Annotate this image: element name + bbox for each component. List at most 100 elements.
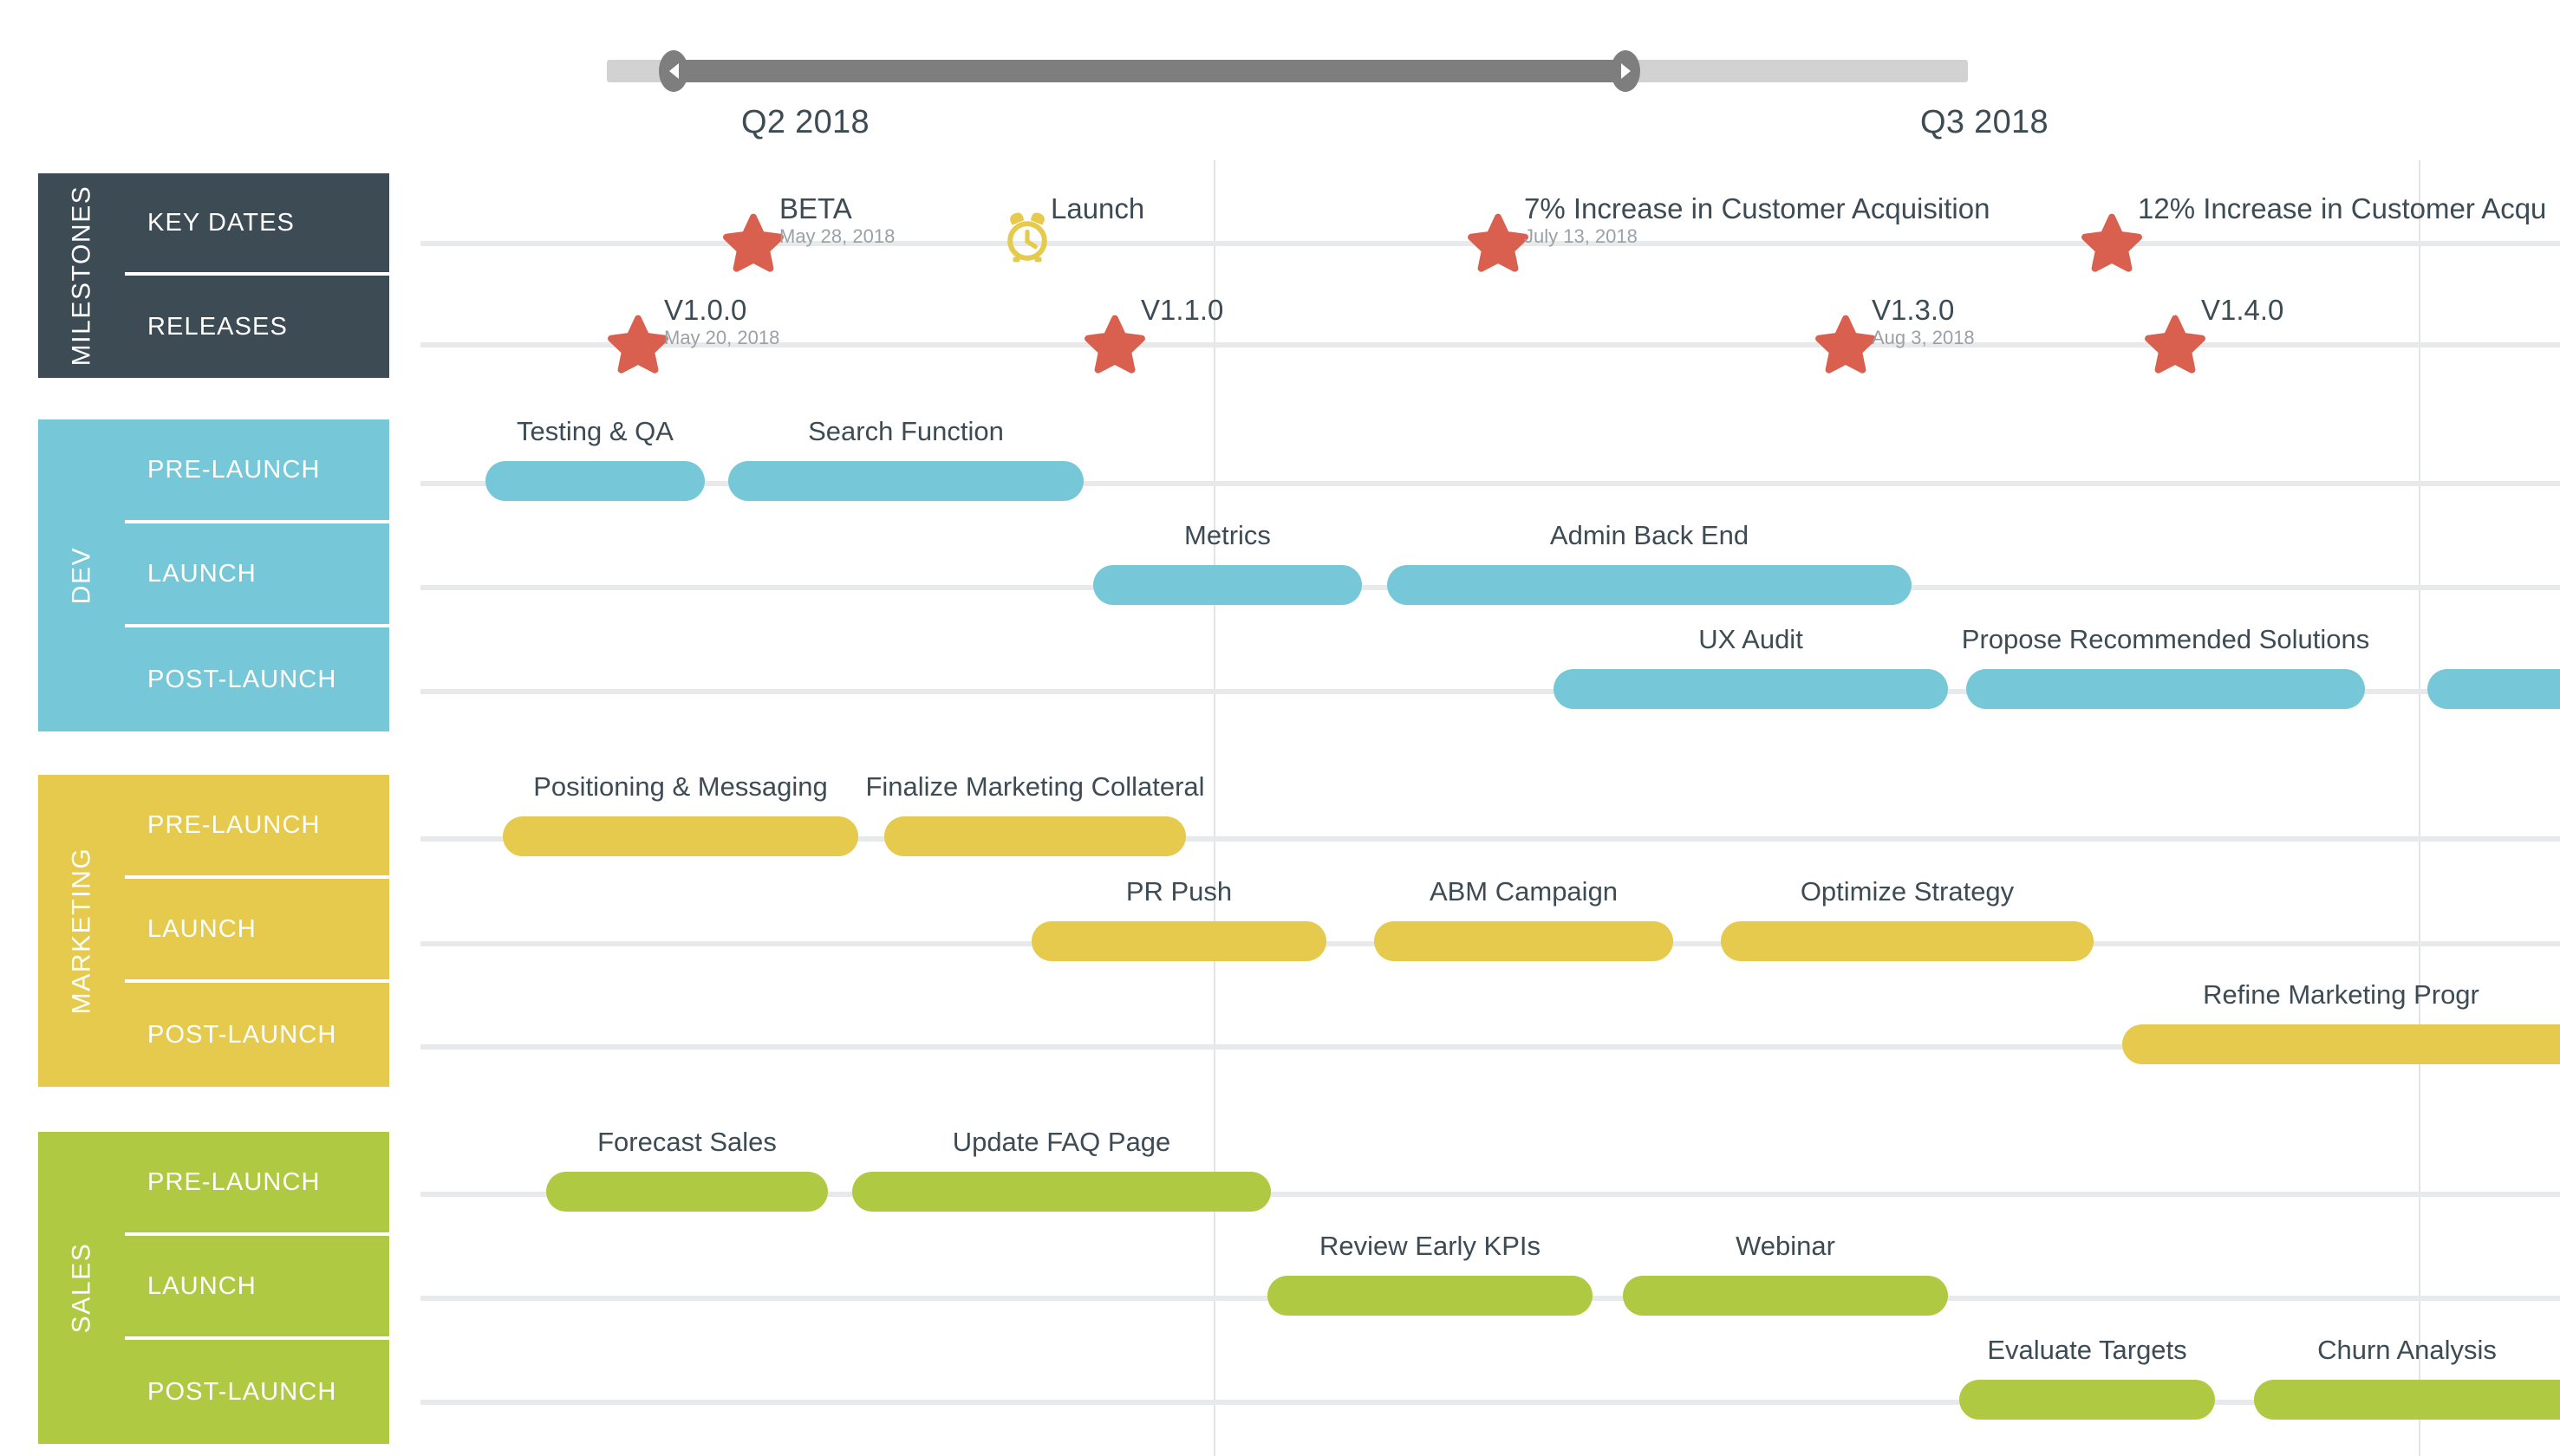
row-gridline-dev-post [420,689,2560,694]
row-gridline-mkt-pre [420,836,2560,842]
task-update-faq-label: Update FAQ Page [952,1127,1171,1157]
axis-tick-q3: Q3 2018 [1920,104,2049,140]
task-forecast-sales[interactable] [546,1172,828,1212]
timeline-range-slider[interactable]: Q2 2018 Q3 2018 [0,0,2560,160]
swimlane-rows-milestones: KEY DATES RELEASES [125,173,389,378]
task-refine-marketing-label: Refine Marketing Progr [2203,979,2479,1010]
row-label-marketing-0[interactable]: PRE-LAUNCH [125,775,389,879]
row-gridline-sales-post [420,1400,2560,1405]
row-label-text: LAUNCH [147,914,257,943]
swimlane-marketing: MARKETING PRE-LAUNCH LAUNCH POST-LAUNCH [38,775,389,1087]
task-admin-back-end-label: Admin Back End [1549,520,1749,550]
swimlane-rows-marketing: PRE-LAUNCH LAUNCH POST-LAUNCH [125,775,389,1087]
release-v100-title: V1.0.0 [664,294,747,326]
swimlane-title-sales: SALES [38,1132,125,1444]
release-v130-title: V1.3.0 [1872,294,1955,326]
row-label-text: PRE-LAUNCH [147,455,321,484]
task-webinar[interactable] [1623,1276,1948,1316]
star-icon[interactable] [607,311,669,374]
task-testing-qa[interactable] [485,461,705,501]
slider-handle-right[interactable] [1611,50,1640,92]
task-admin-back-end[interactable] [1387,565,1912,605]
task-optimize-strategy-label: Optimize Strategy [1800,876,2015,907]
row-label-dev-1[interactable]: LAUNCH [125,523,389,627]
alarm-clock-icon[interactable] [999,209,1056,266]
axis-tick-q2: Q2 2018 [741,104,870,140]
row-label-text: LAUNCH [147,1271,257,1300]
task-metrics[interactable] [1093,565,1362,605]
task-evaluate-targets[interactable] [1959,1380,2215,1420]
milestone-7pct-date: July 13, 2018 [1524,225,1638,247]
row-label-sales-2[interactable]: POST-LAUNCH [125,1340,389,1444]
row-label-marketing-2[interactable]: POST-LAUNCH [125,983,389,1087]
task-abm-campaign-label: ABM Campaign [1429,876,1619,907]
chevron-right-icon [1620,63,1631,79]
milestone-beta-title: BETA [779,192,852,224]
row-label-dev-0[interactable]: PRE-LAUNCH [125,419,389,523]
task-testing-qa-label: Testing & QA [517,416,674,446]
task-positioning-messaging[interactable] [503,816,858,856]
swimlane-title-label: DEV [67,546,95,605]
release-v110-title: V1.1.0 [1141,294,1224,326]
star-icon[interactable] [1467,210,1529,272]
row-gridline-releases [420,342,2560,348]
swimlane-rows-sales: PRE-LAUNCH LAUNCH POST-LAUNCH [125,1132,389,1444]
swimlane-title-marketing: MARKETING [38,775,125,1087]
task-dev-post-overflow[interactable] [2427,669,2560,709]
row-label-text: PRE-LAUNCH [147,1167,321,1196]
row-label-text: KEY DATES [147,208,295,237]
swimlane-sales: SALES PRE-LAUNCH LAUNCH POST-LAUNCH [38,1132,389,1444]
star-icon[interactable] [722,210,785,272]
swimlane-title-label: MARKETING [67,847,95,1015]
task-metrics-label: Metrics [1184,520,1271,550]
task-propose-solutions-label: Propose Recommended Solutions [1961,624,2370,654]
release-v100-date: May 20, 2018 [664,327,780,348]
swimlane-dev: DEV PRE-LAUNCH LAUNCH POST-LAUNCH [38,419,389,731]
chevron-left-icon [668,63,679,79]
row-label-milestones-0[interactable]: KEY DATES [125,173,389,276]
task-forecast-sales-label: Forecast Sales [597,1127,777,1157]
task-propose-solutions[interactable] [1966,669,2365,709]
row-label-sales-0[interactable]: PRE-LAUNCH [125,1132,389,1236]
task-churn-analysis[interactable] [2254,1380,2560,1420]
task-evaluate-targets-label: Evaluate Targets [1987,1335,2187,1365]
task-refine-marketing[interactable] [2122,1024,2560,1064]
task-ux-audit[interactable] [1554,669,1948,709]
task-optimize-strategy[interactable] [1721,921,2094,961]
star-icon[interactable] [1084,311,1146,374]
row-gridline-mkt-post [420,1044,2560,1050]
row-label-dev-2[interactable]: POST-LAUNCH [125,627,389,731]
task-review-early-kpis[interactable] [1267,1276,1593,1316]
milestone-7pct-title: 7% Increase in Customer Acquisition [1524,192,1990,224]
release-v130-date: Aug 3, 2018 [1872,327,1975,348]
release-v140-title: V1.4.0 [2201,294,2284,326]
row-gridline-dev-pre [420,481,2560,486]
task-pr-push-label: PR Push [1125,876,1233,907]
task-churn-analysis-label: Churn Analysis [2317,1335,2497,1365]
star-icon[interactable] [2144,311,2206,374]
task-review-early-kpis-label: Review Early KPIs [1319,1231,1541,1261]
swimlane-title-label: SALES [67,1242,96,1334]
task-finalize-collateral[interactable] [884,816,1186,856]
row-label-text: POST-LAUNCH [147,1020,337,1049]
task-abm-campaign[interactable] [1374,921,1673,961]
task-pr-push[interactable] [1032,921,1326,961]
row-label-marketing-1[interactable]: LAUNCH [125,879,389,983]
task-search-function[interactable] [728,461,1084,501]
swimlane-title-label: MILESTONES [67,185,95,367]
slider-selected-range[interactable] [672,60,1625,82]
swimlane-title-dev: DEV [38,419,125,731]
row-label-text: POST-LAUNCH [147,665,337,693]
slider-handle-left[interactable] [659,50,688,92]
swimlane-milestones: MILESTONES KEY DATES RELEASES [38,173,389,378]
star-icon[interactable] [2081,210,2143,272]
task-finalize-collateral-label: Finalize Marketing Collateral [865,771,1205,802]
row-label-text: POST-LAUNCH [147,1377,337,1406]
row-label-sales-1[interactable]: LAUNCH [125,1236,389,1340]
star-icon[interactable] [1814,311,1877,374]
task-update-faq[interactable] [852,1172,1271,1212]
vertical-gridline-1 [2419,160,2420,1456]
row-label-milestones-1[interactable]: RELEASES [125,276,389,378]
milestone-12pct-title: 12% Increase in Customer Acqu [2138,192,2547,224]
